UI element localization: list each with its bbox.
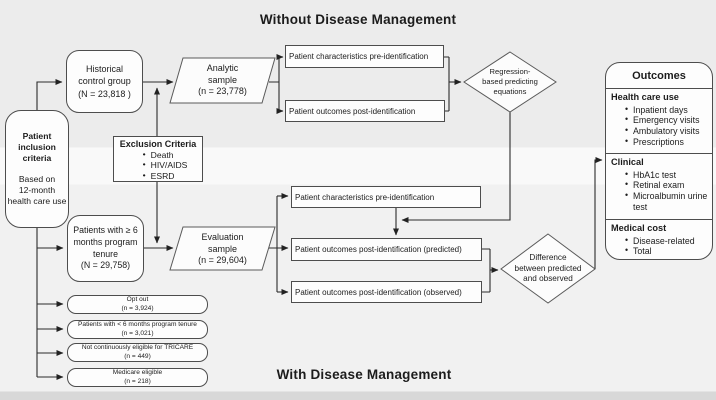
patient-inclusion-criteria-box: Patient inclusion criteria Based on 12-m… bbox=[5, 110, 69, 228]
outcome-item: HbA1c test bbox=[625, 169, 709, 181]
connector-difference-to-outcomes bbox=[594, 157, 603, 269]
tenure-6plus-box: Patients with ≥ 6 months program tenure … bbox=[67, 215, 144, 282]
analytic-sample-label: Analytic sample (n = 23,778) bbox=[198, 62, 247, 97]
excluded-medicare-box: Medicare eligible (n = 218) bbox=[67, 368, 208, 387]
section-header: Clinical bbox=[611, 157, 644, 167]
outcomes-panel-title: Outcomes bbox=[606, 63, 712, 89]
section-header: Medical cost bbox=[611, 223, 667, 233]
outcome-item: Ambulatory visits bbox=[625, 125, 709, 137]
excluded-optout-box: Opt out (n = 3,924) bbox=[67, 295, 208, 314]
outcome-item: Microalbumin urine test bbox=[625, 190, 709, 213]
analytic-sample-shape bbox=[169, 57, 276, 104]
section-header: Health care use bbox=[611, 92, 679, 102]
excluded-label: Medicare eligible bbox=[112, 368, 163, 376]
exclusion-title: Exclusion Criteria bbox=[119, 139, 197, 149]
exclusion-item: ESRD bbox=[143, 170, 188, 181]
section-list: HbA1c test Retinal exam Microalbumin uri… bbox=[611, 169, 709, 214]
excluded-label: Patients with < 6 months program tenure bbox=[78, 320, 197, 328]
outcomes-section-health-care-use: Health care use Inpatient days Emergency… bbox=[606, 89, 712, 153]
section-list: Disease-related Total bbox=[611, 235, 709, 258]
outcome-item: Retinal exam bbox=[625, 179, 709, 191]
regression-diamond-label: Regression- based predicting equations bbox=[482, 67, 538, 96]
difference-diamond-shape bbox=[500, 233, 596, 304]
excluded-label: Not continuously eligible for TRICARE bbox=[81, 343, 194, 351]
excluded-lt6months-box: Patients with < 6 months program tenure … bbox=[67, 320, 208, 339]
section-list: Inpatient days Emergency visits Ambulato… bbox=[611, 104, 709, 149]
exclusion-item: Death bbox=[143, 149, 188, 160]
char-pre-identification-bottom-box: Patient characteristics pre-identificati… bbox=[291, 186, 481, 208]
outcome-item: Prescriptions bbox=[625, 136, 709, 148]
inclusion-title: Patient inclusion criteria bbox=[18, 130, 56, 164]
outcomes-observed-box: Patient outcomes post-identification (ob… bbox=[291, 281, 482, 303]
excluded-n: (n = 3,924) bbox=[121, 304, 154, 312]
outcomes-section-clinical: Clinical HbA1c test Retinal exam Microal… bbox=[606, 153, 712, 219]
exclusion-list: Death HIV/AIDS ESRD bbox=[129, 149, 188, 181]
char-pre-identification-top-box: Patient characteristics pre-identificati… bbox=[285, 45, 444, 68]
excluded-tricare-box: Not continuously eligible for TRICARE (n… bbox=[67, 343, 208, 362]
excluded-n: (n = 449) bbox=[124, 352, 151, 360]
outcomes-post-identification-top-box: Patient outcomes post-identification bbox=[285, 100, 445, 122]
connector-analytic-split bbox=[269, 57, 280, 111]
evaluation-sample-shape bbox=[169, 226, 276, 271]
outcome-item: Total bbox=[625, 245, 709, 257]
connector-inclusion-to-historical bbox=[36, 79, 63, 110]
connectors bbox=[36, 54, 603, 380]
outcomes-section-medical-cost: Medical cost Disease-related Total bbox=[606, 219, 712, 259]
exclusion-criteria-box: Exclusion Criteria Death HIV/AIDS ESRD bbox=[113, 136, 203, 182]
excluded-n: (n = 3,021) bbox=[121, 329, 154, 337]
inclusion-subtitle: Based on 12-month health care use bbox=[7, 173, 67, 206]
regression-diamond-shape bbox=[463, 51, 557, 113]
historical-control-group-box: Historical control group (N = 23,818 ) bbox=[66, 50, 143, 113]
outcome-item: Disease-related bbox=[625, 235, 709, 247]
exclusion-item: HIV/AIDS bbox=[143, 159, 188, 170]
excluded-n: (n = 218) bbox=[124, 377, 151, 385]
evaluation-sample-label: Evaluation sample (n = 29,604) bbox=[198, 231, 247, 266]
outcomes-predicted-box: Patient outcomes post-identification (pr… bbox=[291, 238, 482, 261]
connector-regression-down bbox=[401, 112, 511, 223]
outcome-item: Inpatient days bbox=[625, 104, 709, 116]
outcome-item: Emergency visits bbox=[625, 114, 709, 126]
title-with-dm: With Disease Management bbox=[276, 367, 452, 382]
outcomes-panel: Outcomes Health care use Inpatient days … bbox=[605, 62, 713, 260]
excluded-label: Opt out bbox=[126, 295, 149, 303]
connector-bottom-merge bbox=[482, 248, 491, 293]
title-without-dm: Without Disease Management bbox=[259, 12, 457, 27]
difference-diamond-label: Difference between predicted and observe… bbox=[514, 253, 582, 284]
